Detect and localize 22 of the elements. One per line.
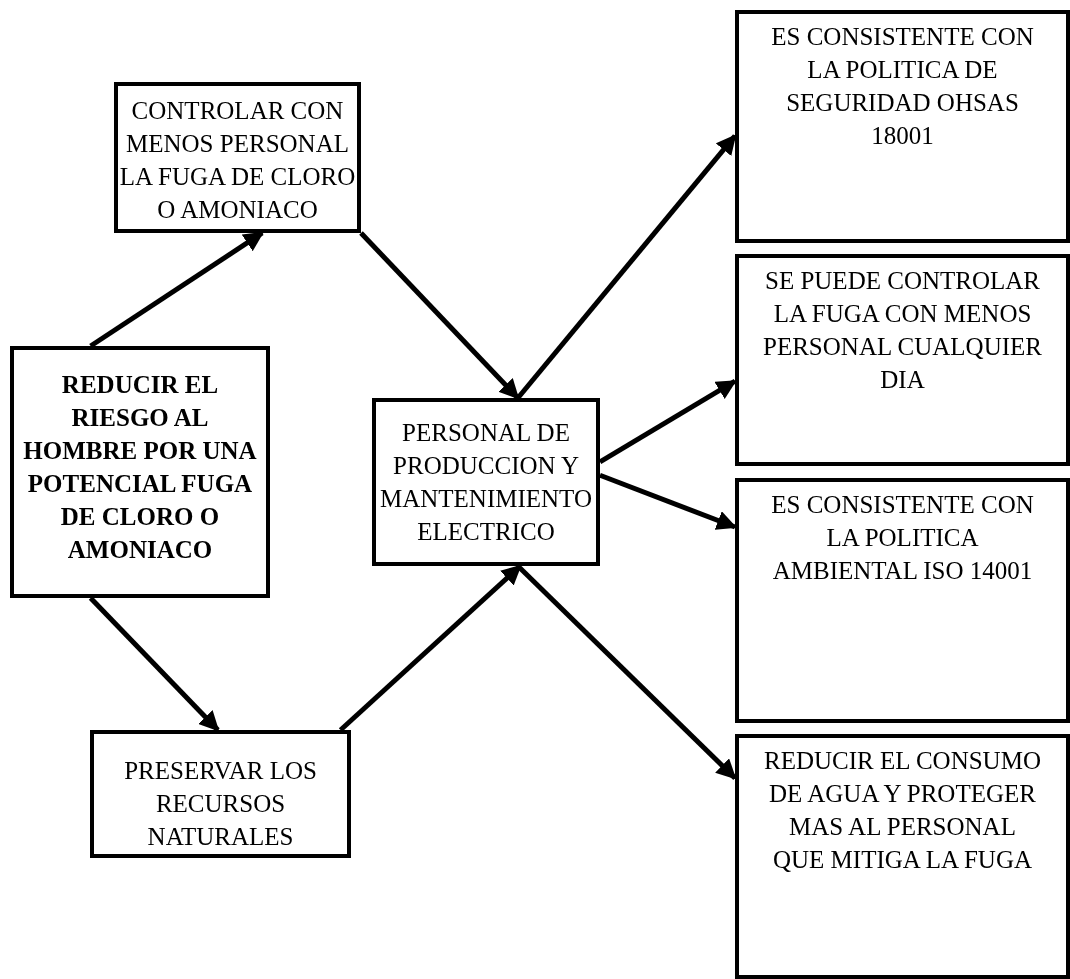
node-text: SE PUEDE CONTROLAR LA FUGA CON MENOS PERSONAL CUALQUIER DIA — [762, 266, 1043, 395]
arrow — [599, 472, 737, 530]
node-text: CONTROLAR CON MENOS PERSONAL LA FUGA DE CLORO O AMONIACO — [118, 96, 357, 225]
process-box — [735, 734, 1070, 979]
node-text: REDUCIR EL RIESGO AL HOMBRE POR UNA POTENCIAL FUGA DE CLORO O AMONIACO — [22, 370, 258, 565]
node-text: PERSONAL DE PRODUCCION Y MANTENIMIENTO ELECTRICO — [379, 418, 593, 547]
arrow — [516, 564, 737, 780]
node-text: REDUCIR EL CONSUMO DE AGUA Y PROTEGER MAS AL PERSONAL QUE MITIGA LA FUGA — [763, 746, 1042, 875]
process-box — [114, 82, 361, 233]
process-box — [735, 10, 1070, 243]
node-text: ES CONSISTENTE CON LA POLITICA DE SEGURIDAD OHSAS 18001 — [770, 22, 1035, 151]
arrow — [338, 564, 522, 732]
arrow — [359, 231, 520, 400]
arrow — [88, 596, 220, 732]
process-box — [90, 730, 351, 858]
process-box — [735, 478, 1070, 723]
process-box — [10, 346, 270, 598]
node-text: PRESERVAR LOS RECURSOS NATURALES — [123, 756, 318, 852]
arrow — [516, 134, 737, 400]
node-text: ES CONSISTENTE CON LA POLITICA AMBIENTAL ISO 14001 — [770, 490, 1035, 586]
process-box — [735, 254, 1070, 466]
process-box — [372, 398, 600, 566]
